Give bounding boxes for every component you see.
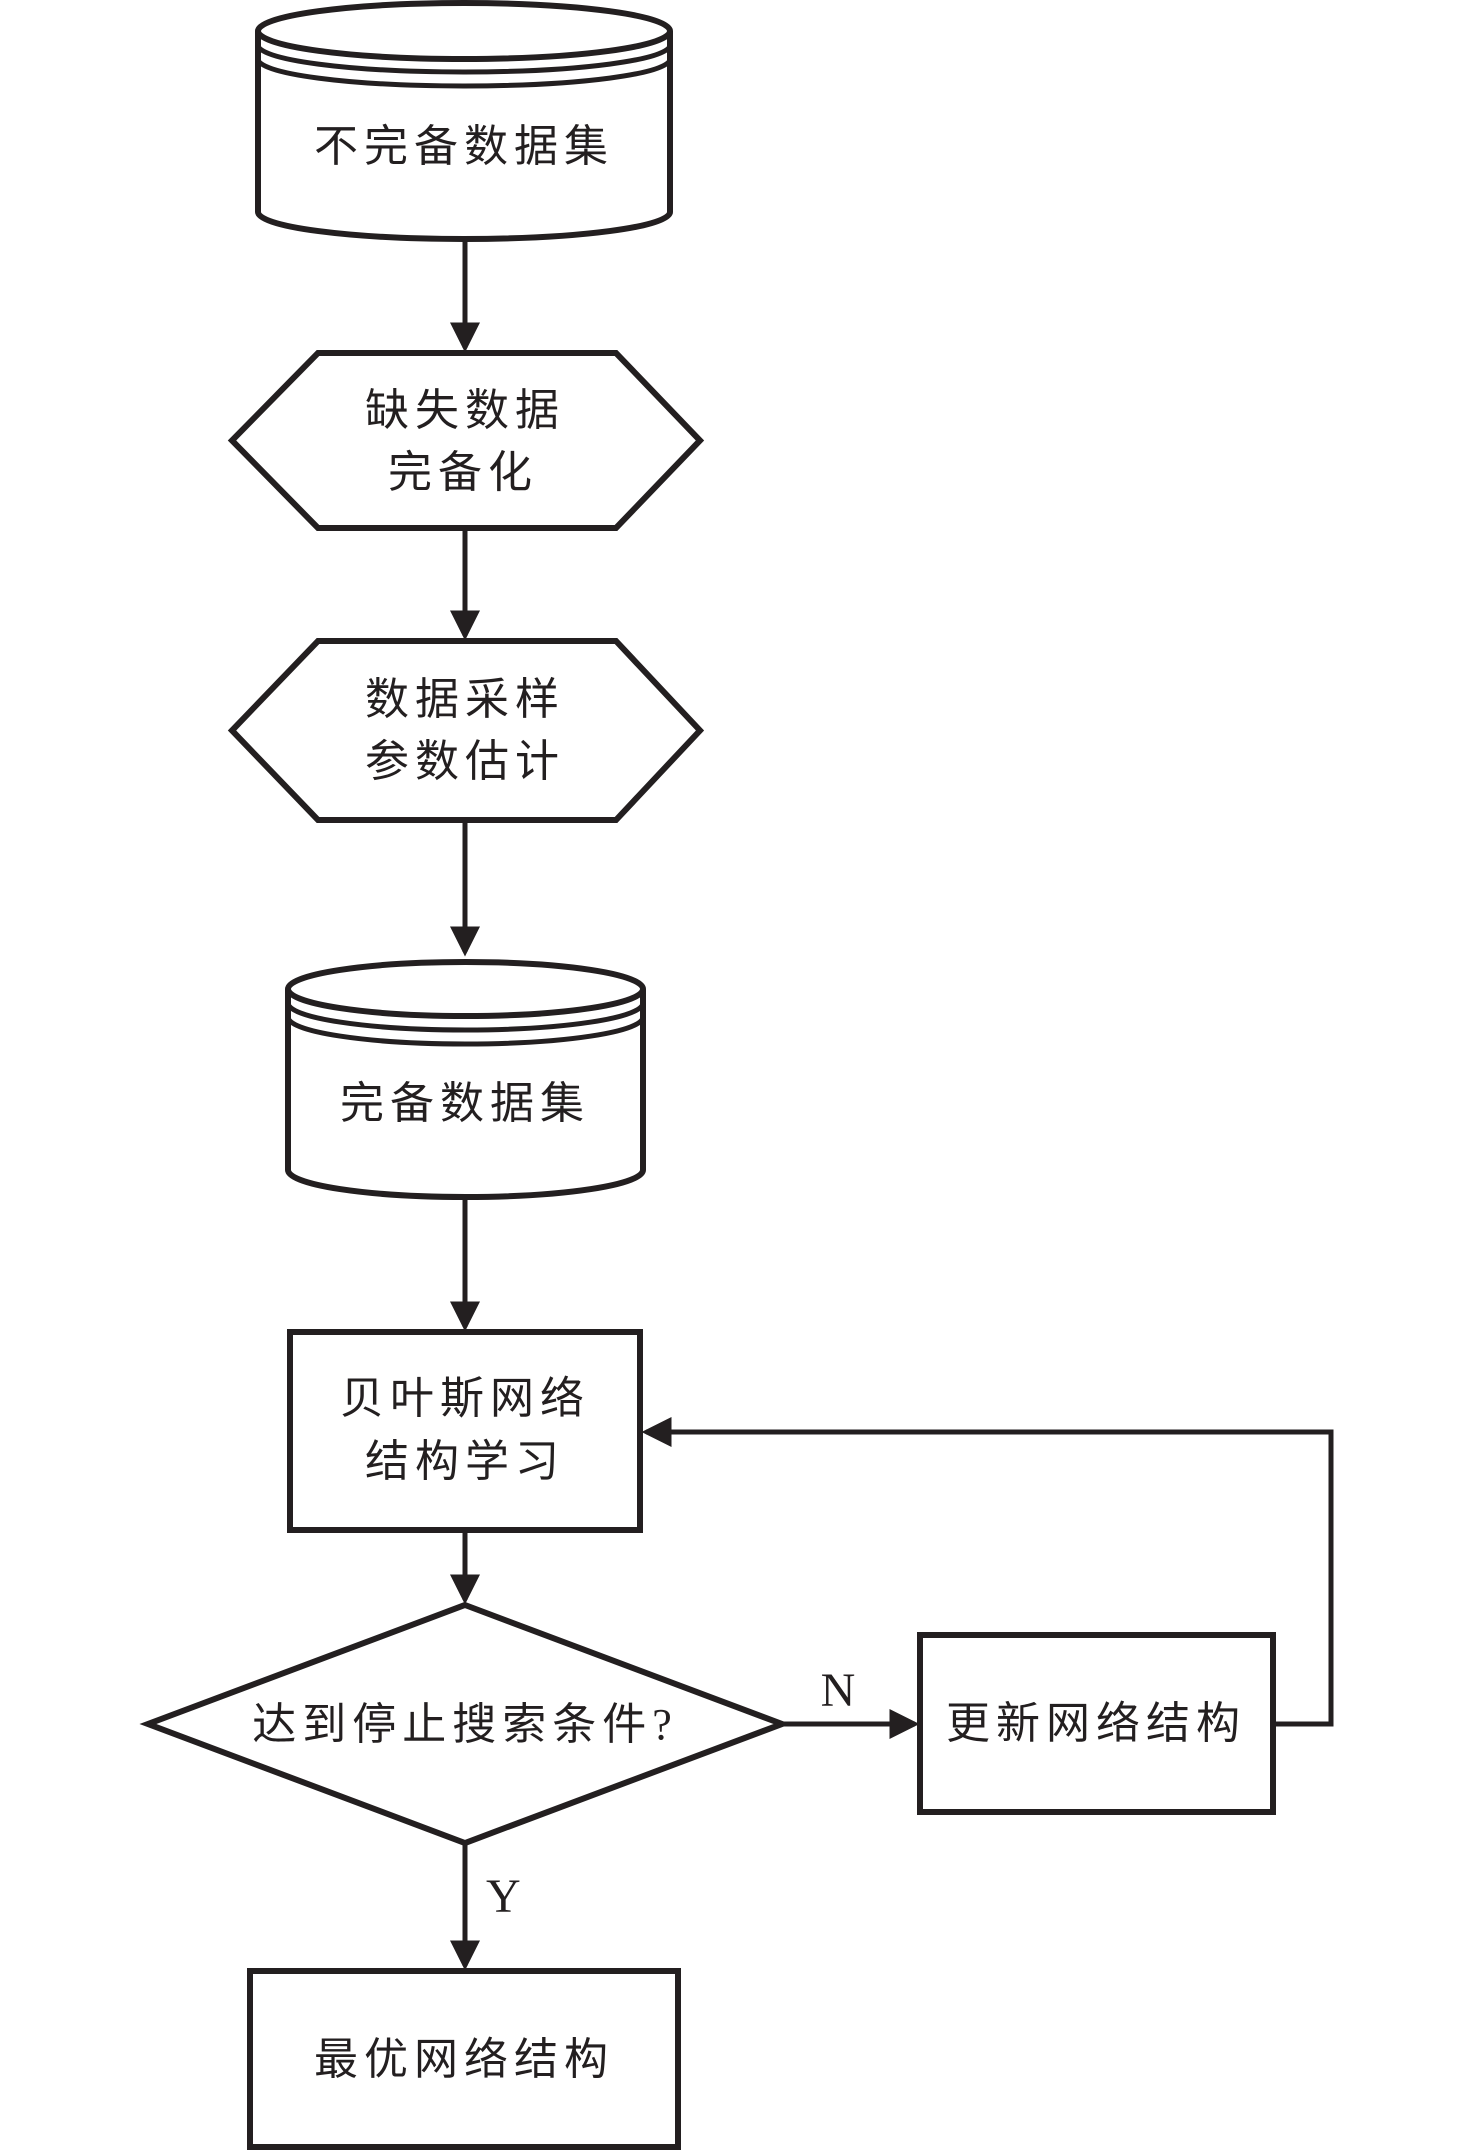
edge-update-feedback-to-learning [641, 1417, 1334, 1727]
node-label: 最优网络结构 [314, 2035, 614, 2084]
node-label: 缺失数据 [365, 386, 565, 435]
cylinder-rim-line [285, 1002, 646, 1033]
node-label: 更新网络结构 [946, 1699, 1246, 1748]
node-bayesian-structure-learning: 贝叶斯网络 结构学习 [287, 1329, 643, 1533]
cylinder-rim-line [285, 1016, 646, 1047]
hexagon-shape [227, 638, 705, 823]
node-data-sampling-param-est: 数据采样 参数估计 [227, 638, 705, 823]
process-rect [247, 1968, 681, 2150]
edges: N Y [450, 242, 1334, 1971]
node-label: 贝叶斯网络 [340, 1374, 590, 1423]
node-incomplete-dataset: 不完备数据集 [255, 0, 673, 242]
node-stop-search-condition: 达到停止搜索条件? [139, 1601, 791, 1847]
node-label: 不完备数据集 [314, 122, 614, 171]
process-rect [917, 1632, 1276, 1815]
edge-label-yes: Y [486, 1870, 521, 1923]
cylinder-top-ellipse [255, 0, 673, 62]
node-label: 结构学习 [365, 1437, 565, 1486]
cylinder-rim-line [255, 58, 673, 89]
process-rect [287, 1329, 643, 1533]
node-label: 完备化 [388, 448, 538, 497]
node-label: 完备数据集 [340, 1079, 590, 1128]
cylinder-top-ellipse [285, 959, 646, 1019]
decision-diamond [139, 1601, 791, 1847]
node-label: 数据采样 [365, 675, 565, 724]
hexagon-shape [227, 350, 705, 531]
node-complete-dataset: 完备数据集 [285, 959, 646, 1200]
node-label: 达到停止搜索条件? [252, 1700, 678, 1749]
edge-label-no: N [821, 1664, 856, 1717]
node-optimal-network-structure: 最优网络结构 [247, 1968, 681, 2150]
node-label: 参数估计 [365, 737, 565, 786]
node-update-network-structure: 更新网络结构 [917, 1632, 1276, 1815]
node-missing-data-completion: 缺失数据 完备化 [227, 350, 705, 531]
cylinder-rim-line [255, 44, 673, 75]
